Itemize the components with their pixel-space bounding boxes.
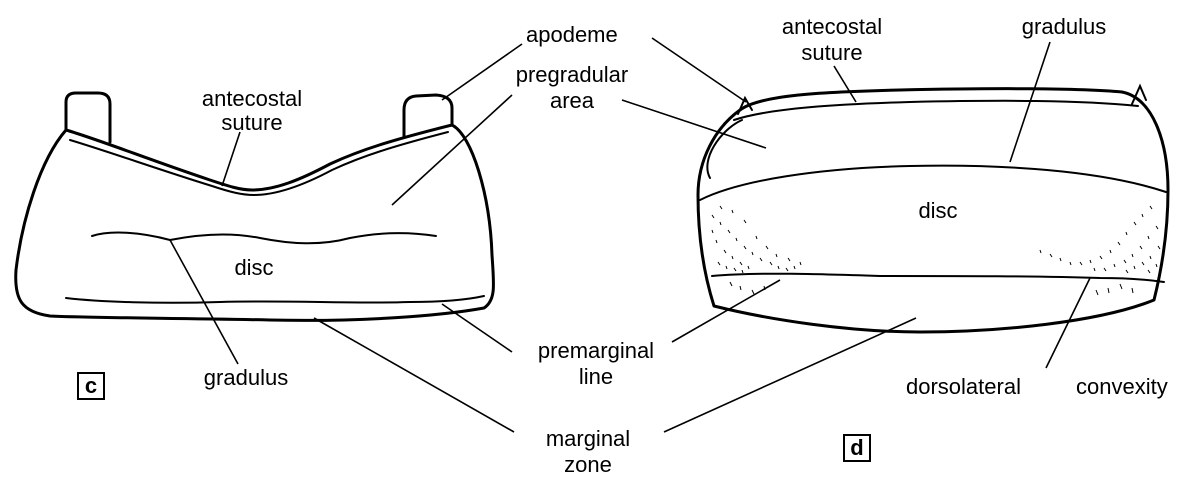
label-apodeme: apodeme <box>526 22 618 47</box>
label-premarginal-line2: line <box>579 364 613 389</box>
label-c-antecostal-line1: antecostal <box>202 86 302 111</box>
label-c-disc: disc <box>234 255 273 280</box>
leader-marginal-d <box>664 318 916 432</box>
label-marginal-line2: zone <box>564 452 612 477</box>
label-d-antecostal-line1: antecostal <box>782 14 882 39</box>
leader-marginal-c <box>314 318 514 432</box>
label-dorsolateral: dorsolateral <box>906 374 1021 399</box>
panel-c-letter: c <box>85 373 97 398</box>
panel-label-d: d <box>844 435 870 461</box>
panel-d-letter: d <box>850 435 863 460</box>
label-c-gradulus: gradulus <box>204 365 288 390</box>
label-d-antecostal-line2: suture <box>801 40 862 65</box>
panel-c-body-outline <box>16 125 494 320</box>
label-pregradular-line2: area <box>550 88 595 113</box>
leader-apodeme-c <box>442 44 522 100</box>
label-premarginal-line1: premarginal <box>538 338 654 363</box>
leader-apodeme-d <box>652 38 746 102</box>
leader-premarginal-c <box>442 304 512 352</box>
label-c-antecostal-line2: suture <box>221 110 282 135</box>
panel-label-c: c <box>78 373 104 399</box>
label-pregradular-line1: pregradular <box>516 62 629 87</box>
label-convexity: convexity <box>1076 374 1168 399</box>
leader-antecostal-c <box>222 132 240 186</box>
label-d-disc: disc <box>918 198 957 223</box>
label-d-gradulus: gradulus <box>1022 14 1106 39</box>
label-marginal-line1: marginal <box>546 426 630 451</box>
